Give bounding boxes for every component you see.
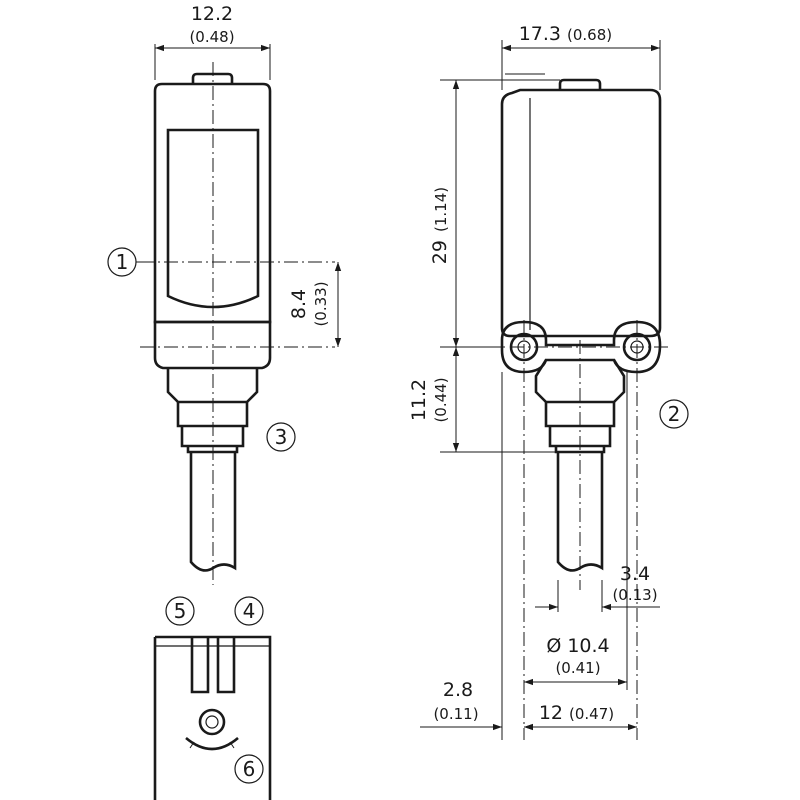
dim-top-width: 12.2 (0.48)	[154, 3, 271, 80]
dim-height-inch: (1.14)	[432, 187, 450, 232]
dim-side-width-value: 17.3	[519, 23, 561, 45]
bottom-indicator-outer	[198, 708, 226, 736]
front-collar	[153, 320, 272, 370]
bottom-slot-right	[216, 637, 236, 694]
dim-optical-axis: 8.4 (0.33)	[288, 262, 342, 347]
bottom-indicator-inner	[205, 715, 219, 729]
dim-hole-spacing-value: Ø 10.4	[546, 635, 609, 657]
dim-mount-offset-inch: (0.44)	[432, 377, 450, 422]
dim-hole-offset-inch: (0.13)	[612, 586, 657, 604]
side-connector-tip	[554, 446, 606, 454]
bottom-housing	[153, 635, 272, 800]
callout-4: 4	[234, 596, 264, 626]
dim-hole-offset-value: 3.4	[620, 563, 650, 585]
dim-side-width-inch: (0.68)	[567, 26, 612, 44]
svg-text:1: 1	[116, 250, 129, 274]
dim-height: 29 (1.14)	[429, 79, 560, 348]
bottom-indicator-arc	[185, 736, 239, 751]
dim-mount-offset-value: 11.2	[408, 379, 430, 421]
dim-edge-offset-value: 2.8	[443, 679, 473, 701]
dim-top-width-value: 12.2	[191, 3, 233, 25]
callout-3: 3	[266, 422, 296, 452]
svg-text:4: 4	[243, 599, 256, 623]
side-view	[500, 78, 670, 740]
side-top-nub	[558, 78, 602, 90]
front-view	[140, 62, 335, 585]
bottom-view	[153, 635, 272, 800]
side-housing	[500, 88, 662, 338]
callout-5: 5	[165, 596, 195, 626]
side-mount-bracket	[500, 320, 662, 374]
bottom-slot-left	[190, 637, 210, 694]
lens-window	[166, 128, 260, 309]
dim-edge-offset-inch: (0.11)	[433, 705, 478, 723]
dim-edge-offset: 2.8 (0.11)	[420, 679, 540, 731]
dim-optical-axis-inch: (0.33)	[312, 281, 330, 326]
callout-1: 1	[107, 247, 155, 277]
dim-bottom-width-inch: (0.47)	[569, 705, 614, 723]
dim-optical-axis-value: 8.4	[288, 289, 310, 319]
dim-bottom-width: 12 (0.47)	[524, 702, 637, 731]
svg-text:5: 5	[174, 599, 187, 623]
dim-side-width: 17.3 (0.68)	[501, 23, 661, 90]
dim-bottom-width-value: 12	[539, 702, 563, 724]
svg-text:3: 3	[275, 425, 288, 449]
dim-hole-spacing: Ø 10.4 (0.41)	[524, 635, 627, 686]
callout-2: 2	[659, 399, 689, 429]
svg-text:6: 6	[243, 757, 256, 781]
dim-hole-spacing-inch: (0.41)	[555, 659, 600, 677]
dim-hole-offset: 3.4 (0.13)	[535, 563, 660, 612]
svg-text:2: 2	[668, 402, 681, 426]
dim-top-width-inch: (0.48)	[189, 28, 234, 46]
dim-mount-offset: 11.2 (0.44)	[408, 347, 556, 453]
callout-6: 6	[234, 754, 264, 784]
dim-height-value: 29	[429, 240, 451, 264]
